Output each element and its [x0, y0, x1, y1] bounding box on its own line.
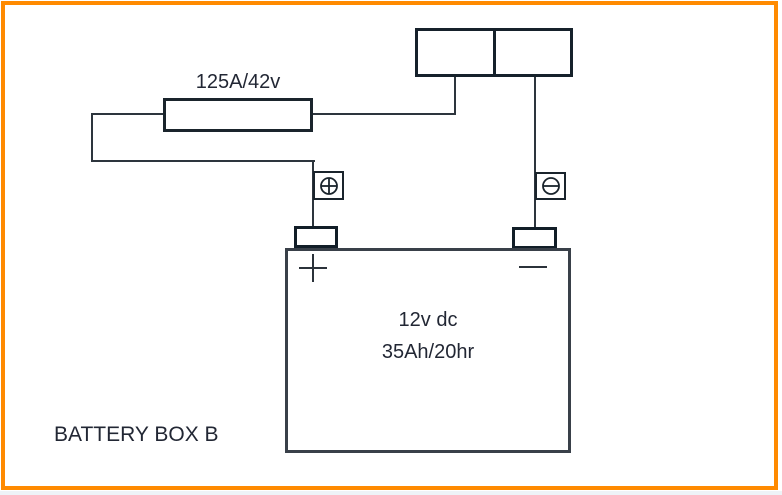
- fuse-body: [163, 98, 313, 132]
- wire-fuse-right-horizontal: [313, 113, 456, 115]
- diagram-title: BATTERY BOX B: [54, 423, 219, 446]
- battery-voltage-label: 12v dc: [398, 309, 458, 331]
- battery-capacity-label: 35Ah/20hr: [381, 341, 475, 363]
- battery-minus-symbol: [519, 266, 547, 268]
- positive-screw-terminal: [313, 171, 344, 200]
- fuse-label: 125A/42v: [195, 71, 281, 93]
- battery-plus-symbol: [299, 254, 327, 282]
- wire-connector-left-vertical: [454, 77, 456, 115]
- connector-block: [415, 28, 573, 77]
- battery-body: 12v dc 35Ah/20hr: [285, 248, 571, 453]
- wire-fuse-left-horizontal: [91, 113, 163, 115]
- battery-positive-terminal-post: [294, 226, 338, 248]
- window-bottom-edge: [0, 491, 782, 495]
- battery-negative-terminal-post: [512, 227, 557, 249]
- circle-plus-screw-icon: [319, 176, 339, 196]
- circle-minus-screw-icon: [541, 176, 561, 196]
- wire-lower-horizontal: [91, 160, 315, 162]
- wire-left-vertical: [91, 113, 93, 162]
- wire-connector-right-vertical: [534, 77, 536, 227]
- connector-block-divider: [493, 31, 496, 74]
- negative-screw-terminal: [535, 172, 566, 200]
